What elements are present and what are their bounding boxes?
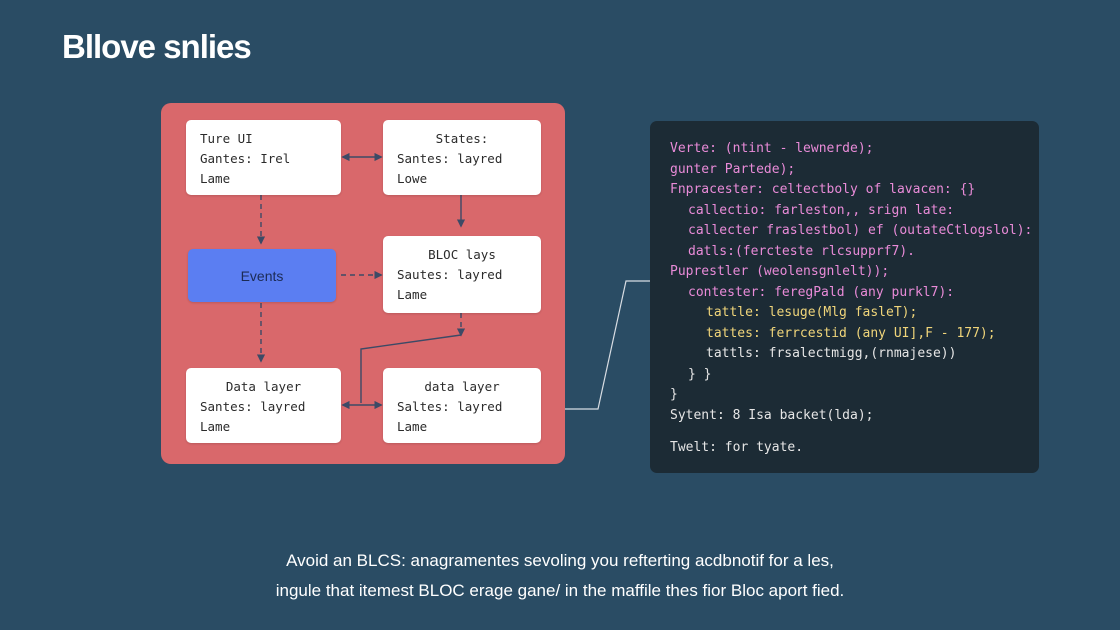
caption-line-1: Avoid an BLCS: anagramentes sevoling you…	[286, 551, 834, 570]
node-line: Gantes: Irel	[200, 151, 291, 166]
code-line: tattls: frsalectmigg,(rnmajese))	[706, 346, 957, 361]
caption-line-2: ingule that itemest BLOC erage gane/ in …	[275, 581, 845, 600]
node-line: Lowe	[397, 171, 428, 186]
node-ture-ui: Ture UI Gantes: Irel Lame	[186, 120, 341, 195]
node-events-label: Events	[240, 267, 284, 284]
node-line: Ture UI	[200, 131, 253, 146]
node-states: States: Santes: layred Lowe	[383, 120, 541, 195]
code-line: }	[670, 387, 678, 402]
node-line: data layer	[424, 379, 500, 394]
code-line: datls:(fercteste rlcsupprf7).	[688, 243, 915, 259]
node-line: Lame	[397, 287, 428, 302]
code-line: tattle: lesuge(Mlg fasleT);	[706, 305, 918, 320]
node-line: Lame	[200, 419, 231, 434]
code-line: Sytent: 8 Isa backet(lda);	[670, 407, 874, 423]
code-panel: Verte: (ntint - lewnerde); gunter Partede…	[650, 121, 1039, 473]
node-line: Lame	[200, 171, 231, 186]
code-line: Puprestler (weolensgnlelt));	[670, 264, 890, 279]
bloc-diagram-panel: Ture UI Gantes: Irel Lame States: Santes…	[161, 103, 565, 464]
code-line: Verte: (ntint - lewnerde);	[670, 141, 874, 156]
code-line: } }	[688, 366, 712, 382]
node-bloc-layer: BLOC lays Sautes: layred Lame	[383, 236, 541, 313]
node-line: BLOC lays	[428, 247, 496, 262]
code-line: contester: feregPald (any purkl7):	[688, 284, 955, 300]
node-events: Events	[188, 249, 336, 302]
node-line: States:	[435, 131, 489, 146]
code-line: tattes: ferrcestid (any UI],F - 177);	[706, 325, 996, 341]
code-line: callectio: farleston,, srign late:	[688, 202, 955, 218]
code-line: Twelt: for tyate.	[670, 440, 804, 455]
code-line: gunter Partede);	[670, 161, 796, 177]
page-title: Bllove snlies	[62, 28, 252, 65]
code-line	[670, 426, 1019, 438]
node-line: Lame	[397, 419, 428, 434]
node-line: Sautes: layred	[397, 267, 503, 282]
node-line: Santes: layred	[397, 151, 503, 166]
code-line: callecter fraslestbol) ef (outateCtlogsl…	[688, 223, 1033, 238]
code-line: Fnpracester: celtectboly of lavacen: {}	[670, 182, 976, 197]
node-data-layer-left: Data layer Santes: layred Lame	[186, 368, 341, 443]
node-data-layer-right: data layer Saltes: layred Lame	[383, 368, 541, 443]
node-line: Data layer	[225, 379, 302, 394]
node-line: Santes: layred	[200, 399, 306, 414]
node-line: Saltes: layred	[397, 399, 503, 414]
